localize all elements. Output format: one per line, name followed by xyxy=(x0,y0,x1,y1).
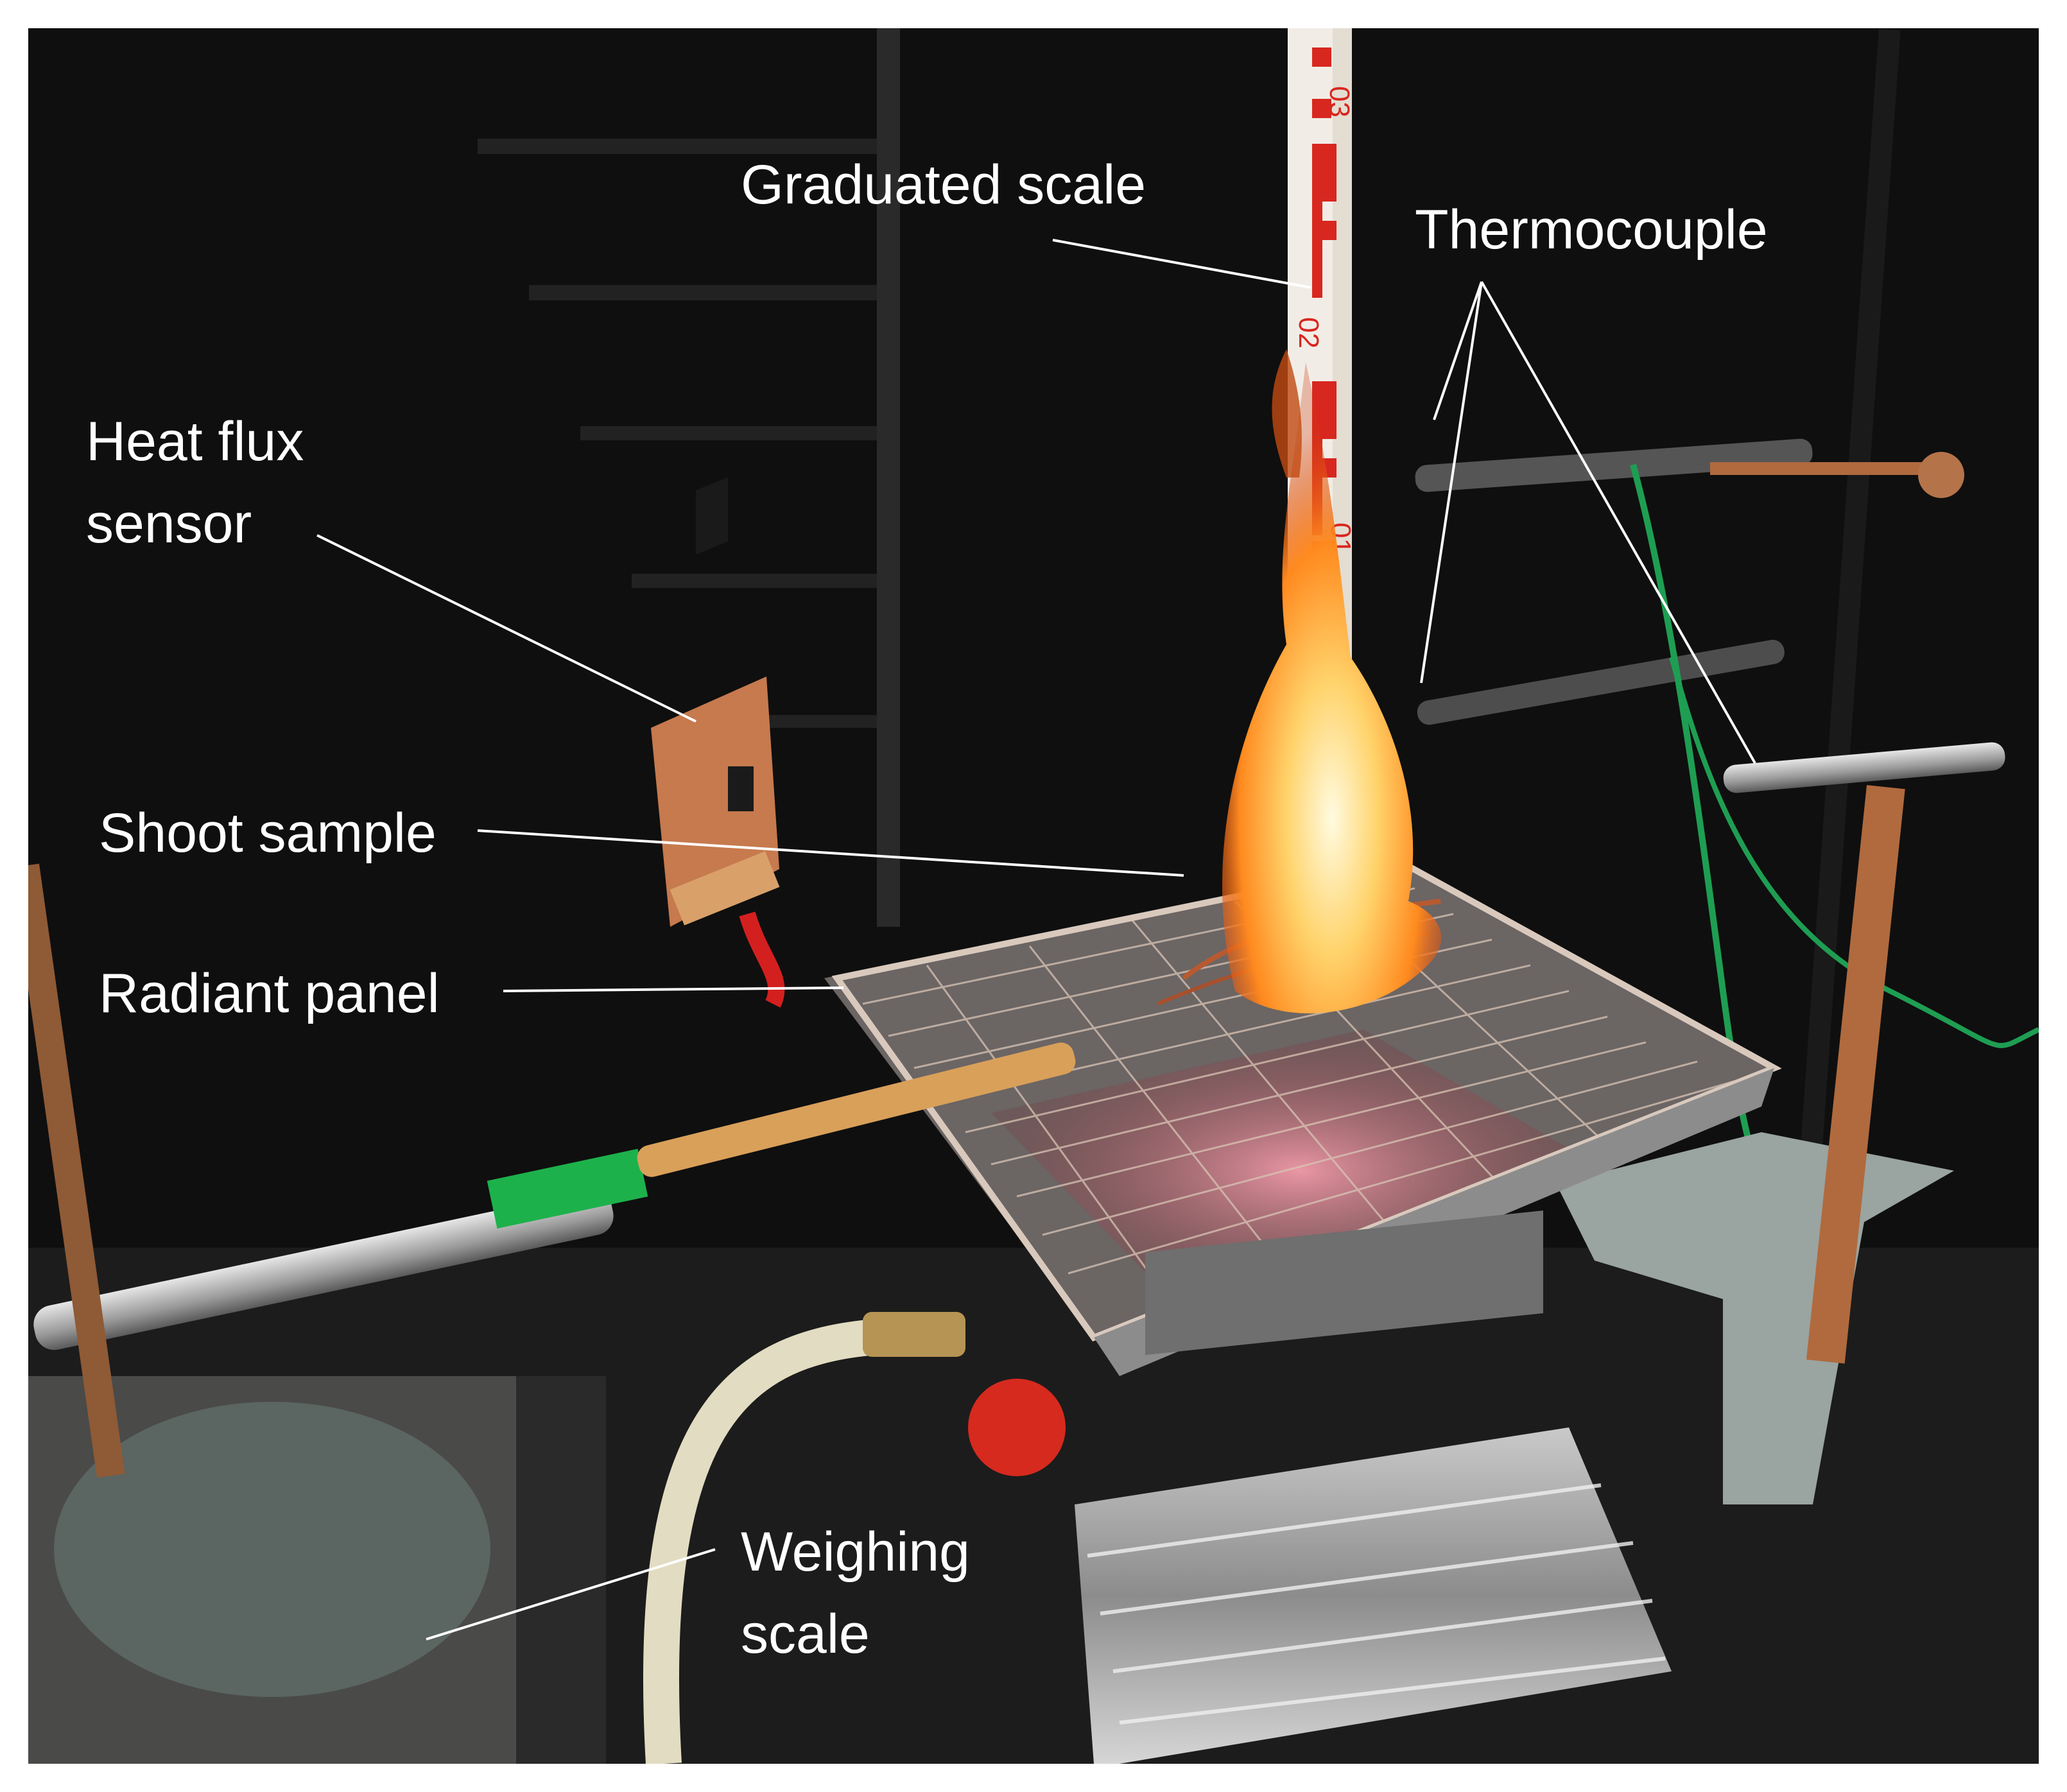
flame-tip xyxy=(1272,349,1302,478)
leader-heat-flux xyxy=(316,534,696,723)
leader-thermocouple-3 xyxy=(1480,281,1756,764)
label-radiant-panel: Radiant panel xyxy=(99,963,440,1024)
label-thermocouple: Thermocouple xyxy=(1415,199,1768,261)
stand-arm-5 xyxy=(734,715,877,728)
right-stand-pole xyxy=(1794,29,1901,1234)
leader-thermocouple-2 xyxy=(1420,281,1483,684)
leader-weighing-scale xyxy=(426,1548,716,1641)
left-stand-pole xyxy=(877,28,900,927)
stand-arm-3 xyxy=(580,426,877,440)
stand-arm-2 xyxy=(529,285,877,300)
ruler-mark-03: 03 xyxy=(1324,86,1355,117)
label-shoot-sample: Shoot sample xyxy=(99,802,437,864)
label-heat-flux-line2: sensor xyxy=(86,493,252,555)
label-weighing-line1: Weighing xyxy=(741,1521,970,1583)
radiant-panel xyxy=(824,859,1782,1376)
flame xyxy=(1222,362,1442,1013)
thermocouple-probes xyxy=(1415,438,2039,1250)
right-stand-base xyxy=(1556,785,1954,1504)
leader-thermocouple-1 xyxy=(1433,281,1483,420)
stand-arm-4 xyxy=(632,574,877,588)
label-graduated-scale: Graduated scale xyxy=(741,154,1146,216)
ignition-rod xyxy=(33,1042,1076,1350)
ruler-mark-02: 02 xyxy=(1293,317,1324,349)
left-stand-rod xyxy=(28,863,125,1478)
lab-photo: 03 02 01 xyxy=(28,28,2039,1764)
leader-shoot-sample xyxy=(477,829,1184,877)
stand-arm-1 xyxy=(478,139,877,154)
photo-frame: 03 02 01 xyxy=(28,28,2039,1764)
gas-hose xyxy=(643,1312,1066,1764)
leader-radiant-panel xyxy=(503,986,844,992)
label-weighing-line2: scale xyxy=(741,1603,870,1665)
label-heat-flux-line1: Heat flux xyxy=(86,411,304,472)
foil-tray-stack xyxy=(1075,1427,1672,1764)
leader-lines xyxy=(316,239,1756,1641)
leader-graduated-scale xyxy=(1052,239,1311,289)
heat-flux-sensor xyxy=(651,477,785,1008)
